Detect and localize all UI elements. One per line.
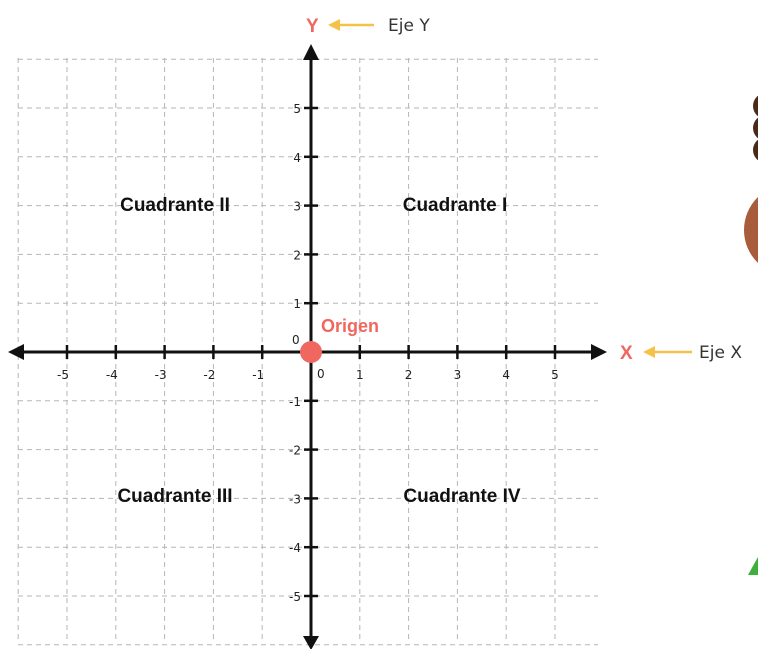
y-axis-bottom-arrow (303, 636, 319, 649)
y-tick-label: 3 (293, 200, 301, 214)
origin-zero-x: 0 (317, 367, 325, 381)
x-pointer-arrow-icon (643, 346, 692, 358)
tick-labels: -5 -4 -3 -2 -1 1 2 3 4 5 5 4 3 2 1 -1 -2 -3 -4 -5 (57, 102, 559, 604)
y-tick-label: 5 (293, 102, 301, 116)
y-axis-top-arrow (303, 44, 319, 60)
x-tick-label: 1 (356, 368, 364, 382)
y-axis-letter: Y (306, 16, 319, 37)
x-tick-label: -3 (155, 368, 167, 382)
x-tick-label: 2 (405, 368, 413, 382)
decor-clay-circle (744, 196, 758, 264)
y-tick-label: -3 (289, 492, 301, 506)
quadrant-3-label: Cuadrante III (117, 486, 232, 507)
y-tick-label: -5 (289, 590, 301, 604)
y-tick-label: -4 (289, 541, 301, 555)
x-tick-label: 5 (551, 368, 559, 382)
decor-bead-1 (753, 95, 758, 117)
x-tick-label: -2 (203, 368, 215, 382)
y-tick-label: 2 (293, 248, 301, 262)
decor-bead-2 (753, 117, 758, 139)
quadrant-2-label: Cuadrante II (120, 195, 230, 216)
axis-ticks (65, 106, 557, 598)
y-tick-label: -2 (289, 444, 301, 458)
x-tick-label: -4 (106, 368, 118, 382)
x-axis-name: Eje X (699, 343, 742, 363)
x-axis-left-arrow (8, 344, 24, 360)
y-tick-label: 1 (293, 297, 301, 311)
x-tick-label: -5 (57, 368, 69, 382)
y-axis-name: Eje Y (388, 16, 430, 36)
origin-point (300, 341, 322, 363)
x-tick-label: 3 (454, 368, 462, 382)
x-tick-label: -1 (252, 368, 264, 382)
y-tick-label: 4 (293, 151, 301, 165)
x-axis-letter: X (620, 343, 633, 364)
quadrant-1-label: Cuadrante I (403, 195, 508, 216)
x-axis-right-arrow (591, 344, 607, 360)
origin-zero-y: 0 (292, 333, 300, 347)
quadrant-4-label: Cuadrante IV (403, 486, 521, 507)
y-tick-label: -1 (289, 395, 301, 409)
decor-green-triangle (748, 556, 758, 575)
x-tick-label: 4 (502, 368, 510, 382)
decor-bead-3 (753, 139, 758, 161)
y-pointer-arrow-icon (328, 19, 374, 31)
origin-label: Origen (321, 316, 379, 336)
decorative-figures (744, 95, 758, 575)
